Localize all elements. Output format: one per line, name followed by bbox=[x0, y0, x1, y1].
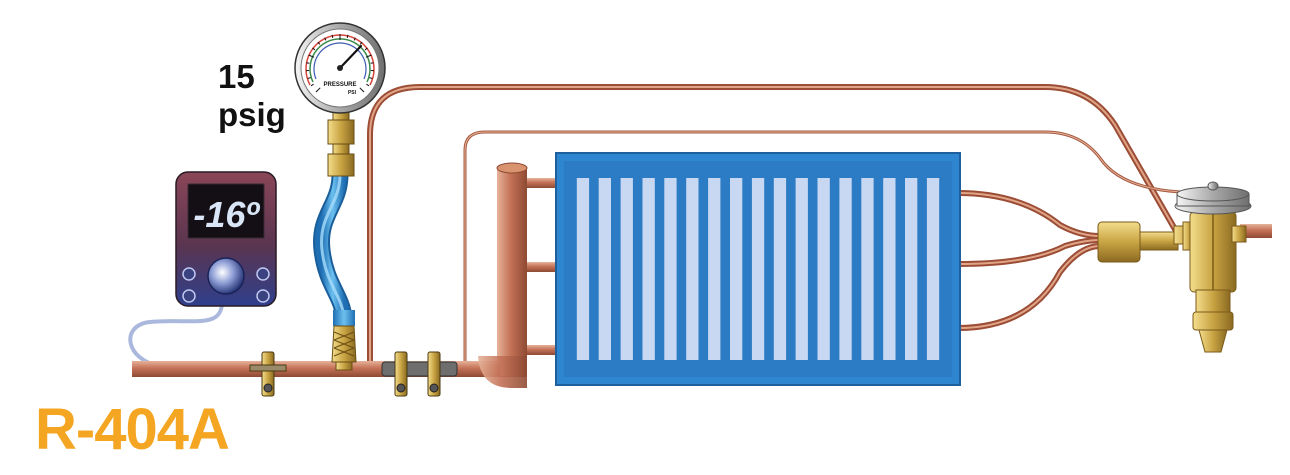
evaporator-fin bbox=[817, 178, 830, 360]
evaporator-fin bbox=[730, 178, 743, 360]
pressure-unit: psig bbox=[218, 96, 286, 133]
gauge-face-text: PRESSURE bbox=[323, 82, 356, 88]
pressure-reading: 15 psig bbox=[218, 58, 286, 134]
evaporator-fin bbox=[664, 178, 677, 360]
evaporator-fin bbox=[926, 178, 940, 360]
gauge-unit-text: PSI bbox=[348, 90, 357, 96]
evaporator-fin bbox=[773, 178, 787, 360]
gauge-hose bbox=[313, 166, 357, 371]
tube-clamp bbox=[249, 351, 287, 397]
evaporator-fin bbox=[861, 178, 874, 360]
gauge-tick bbox=[369, 77, 373, 79]
suction-line bbox=[132, 361, 527, 377]
gauge-tick bbox=[353, 37, 356, 41]
evaporator-fin bbox=[883, 178, 896, 360]
sensor-bulb bbox=[381, 361, 458, 377]
gauge-tick bbox=[308, 54, 315, 58]
gauge-tick bbox=[364, 47, 368, 51]
gauge-needle bbox=[338, 44, 363, 70]
evaporator-fin bbox=[598, 178, 611, 360]
temperature-display: -16º bbox=[193, 194, 260, 235]
pressure-value: 15 bbox=[218, 58, 255, 95]
gauge-tick bbox=[359, 87, 365, 93]
distributor bbox=[1097, 221, 1179, 263]
gauge-tick bbox=[315, 87, 321, 93]
suction-header bbox=[497, 168, 527, 376]
evaporator-fin bbox=[686, 178, 699, 360]
pressure-gauge: PRESSURE PSI bbox=[294, 22, 386, 114]
tube-clamp bbox=[394, 351, 408, 397]
evaporator-fin bbox=[751, 178, 765, 360]
gauge-tick bbox=[306, 62, 310, 64]
evaporator-fin bbox=[642, 178, 655, 360]
thermometer-sensor-wire bbox=[128, 300, 267, 370]
tube-clamp bbox=[427, 351, 441, 397]
evaporator-fin bbox=[708, 178, 721, 360]
gauge-tick bbox=[366, 83, 370, 87]
gauge-tick bbox=[370, 62, 374, 64]
gauge-tick bbox=[331, 34, 334, 39]
gauge-tick bbox=[346, 34, 349, 39]
evaporator-fin bbox=[905, 178, 918, 360]
refrigerant-label: R-404A bbox=[35, 397, 230, 462]
digital-thermometer: -16º bbox=[175, 171, 277, 307]
evaporator-fin bbox=[795, 178, 808, 360]
gauge-tick bbox=[312, 47, 316, 51]
evaporator-coil bbox=[555, 152, 961, 386]
gauge-fitting bbox=[327, 107, 355, 177]
evaporator-fin bbox=[576, 178, 590, 360]
gauge-tick bbox=[317, 41, 321, 45]
evaporator-fin bbox=[839, 178, 852, 360]
evaporator-fin bbox=[620, 178, 633, 360]
gauge-tick bbox=[365, 54, 372, 58]
gauge-tick bbox=[324, 37, 327, 41]
gauge-tick bbox=[310, 83, 314, 87]
gauge-tick bbox=[307, 77, 311, 79]
expansion-valve bbox=[1173, 181, 1272, 353]
distributor-tubes bbox=[955, 190, 1103, 331]
gauge-tick bbox=[359, 41, 363, 45]
thermometer-knob bbox=[207, 257, 245, 295]
